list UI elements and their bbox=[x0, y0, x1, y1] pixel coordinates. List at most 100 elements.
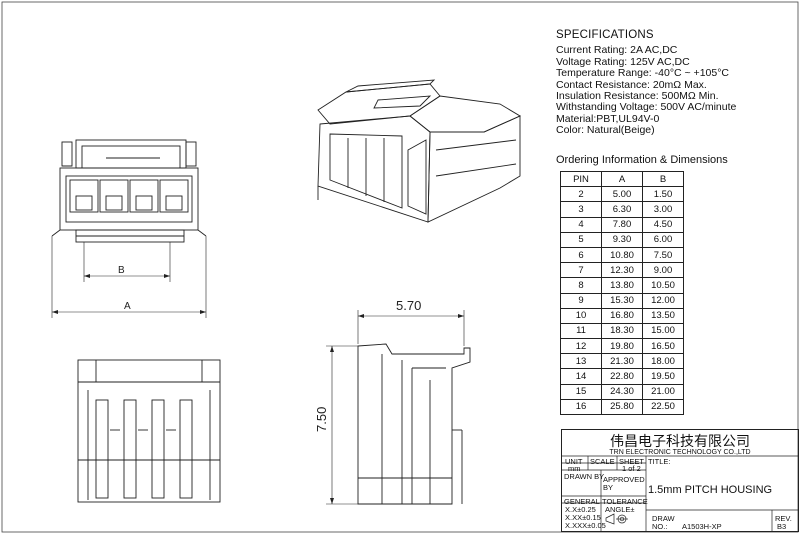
cell-b: 13.50 bbox=[642, 307, 684, 324]
cell-a: 16.80 bbox=[601, 307, 643, 324]
sheet-value: 1 of 2 bbox=[622, 464, 641, 473]
cell-b: 16.50 bbox=[642, 338, 684, 355]
cell-a: 10.80 bbox=[601, 246, 643, 264]
cell-a: 25.80 bbox=[601, 398, 643, 416]
cell-a: 12.30 bbox=[601, 262, 643, 279]
cell-a: 13.80 bbox=[601, 277, 643, 294]
ordering-title: Ordering Information & Dimensions bbox=[556, 154, 728, 166]
dim-a-label: A bbox=[124, 301, 131, 312]
spec-line: Material:PBT,UL94V-0 bbox=[556, 112, 660, 125]
cell-a: 9.30 bbox=[601, 231, 643, 248]
unit-value: mm bbox=[568, 464, 581, 473]
table-header-row: PIN A B bbox=[560, 170, 684, 188]
side-view bbox=[326, 310, 471, 505]
cell-pin: 10 bbox=[560, 307, 602, 324]
spec-line: Color: Natural(Beige) bbox=[556, 124, 655, 137]
draw-label: DRAW bbox=[652, 514, 675, 523]
cell-a: 6.30 bbox=[601, 201, 643, 218]
bottom-view bbox=[77, 359, 221, 503]
cell-pin: 12 bbox=[560, 338, 602, 355]
cell-b: 1.50 bbox=[642, 186, 684, 203]
cell-a: 15.30 bbox=[601, 292, 643, 309]
spec-line: Voltage Rating: 125V AC,DC bbox=[556, 55, 690, 68]
cell-b: 10.50 bbox=[642, 277, 684, 294]
cell-pin: 5 bbox=[560, 231, 602, 248]
cell-b: 6.00 bbox=[642, 231, 684, 248]
unit-label: UNIT bbox=[565, 457, 583, 466]
specifications-heading: SPECIFICATIONS bbox=[556, 29, 654, 41]
approved-by-label: APPROVED BY bbox=[603, 476, 645, 492]
dim-width-label: 5.70 bbox=[396, 298, 421, 313]
cell-pin: 16 bbox=[560, 398, 602, 416]
cell-pin: 4 bbox=[560, 216, 602, 233]
cell-pin: 3 bbox=[560, 201, 602, 218]
cell-b: 18.00 bbox=[642, 353, 684, 370]
dim-height-label: 7.50 bbox=[314, 407, 329, 432]
cell-b: 12.00 bbox=[642, 292, 684, 309]
cell-pin: 7 bbox=[560, 262, 602, 279]
spec-line: Contact Resistance: 20mΩ Max. bbox=[556, 78, 707, 91]
specifications-panel: SPECIFICATIONS Current Rating: 2A AC,DC … bbox=[556, 29, 796, 137]
cell-pin: 8 bbox=[560, 277, 602, 294]
cell-pin: 2 bbox=[560, 186, 602, 203]
no-label: NO.: bbox=[652, 522, 668, 531]
rev-value: B3 bbox=[777, 522, 787, 531]
col-header-b: B bbox=[642, 170, 684, 188]
cell-a: 7.80 bbox=[601, 216, 643, 233]
company-name-cn: 伟昌电子科技有限公司 bbox=[610, 434, 750, 450]
company-name-en: TRN ELECTRONIC TECHNOLOGY CO.,LTD bbox=[609, 449, 751, 456]
tolerance-2: X.XX±0.15 bbox=[565, 513, 601, 522]
spec-line: Current Rating: 2A AC,DC bbox=[556, 44, 678, 57]
cell-a: 24.30 bbox=[601, 383, 643, 400]
tolerance-3: X.XXX±0.05 bbox=[565, 521, 606, 530]
cell-a: 22.80 bbox=[601, 368, 643, 385]
cell-b: 9.00 bbox=[642, 262, 684, 279]
cell-b: 21.00 bbox=[642, 383, 684, 400]
spec-line: Withstanding Voltage: 500V AC/minute bbox=[556, 101, 737, 114]
cell-a: 18.30 bbox=[601, 322, 643, 340]
dim-b-label: B bbox=[118, 265, 125, 276]
front-view bbox=[51, 139, 207, 318]
spec-line: Insulation Resistance: 500MΩ Min. bbox=[556, 90, 719, 103]
col-header-a: A bbox=[601, 170, 643, 188]
general-label: GENERAL bbox=[564, 497, 600, 506]
scale-label: SCALE bbox=[590, 457, 615, 466]
cell-b: 15.00 bbox=[642, 322, 684, 340]
col-header-pin: PIN bbox=[560, 170, 602, 188]
rev-label: REV. bbox=[775, 514, 792, 523]
cell-b: 3.00 bbox=[642, 201, 684, 218]
drawing-number: A1503H-XP bbox=[682, 522, 722, 531]
cell-b: 4.50 bbox=[642, 216, 684, 233]
projection-symbol-icon bbox=[605, 513, 628, 525]
cell-b: 7.50 bbox=[642, 246, 684, 264]
cell-b: 19.50 bbox=[642, 368, 684, 385]
spec-line: Temperature Range: -40°C ~ +105°C bbox=[556, 67, 729, 80]
sheet-label: SHEET bbox=[619, 457, 645, 466]
angle-label: ANGLE± bbox=[605, 505, 635, 514]
drawing-title: 1.5mm PITCH HOUSING bbox=[648, 484, 773, 496]
tolerance-1: X.X±0.25 bbox=[565, 505, 596, 514]
title-block: 伟昌电子科技有限公司 TRN ELECTRONIC TECHNOLOGY CO.… bbox=[561, 429, 799, 532]
cell-pin: 15 bbox=[560, 383, 602, 400]
cell-b: 22.50 bbox=[642, 398, 684, 416]
cell-pin: 11 bbox=[560, 322, 602, 340]
cell-a: 19.80 bbox=[601, 338, 643, 355]
cell-pin: 6 bbox=[560, 246, 602, 264]
tolerance-label: TOLERANCE bbox=[602, 497, 648, 506]
